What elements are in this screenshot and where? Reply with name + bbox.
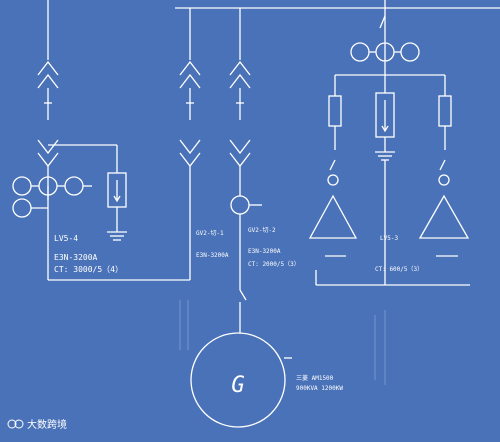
gv2-2-name: GV2-切-2	[248, 227, 276, 234]
faint-watermark-lines	[179, 300, 386, 385]
feeder-gv2-1	[179, 8, 201, 200]
lv5-4-ct: CT: 3000/5（4）	[54, 265, 123, 274]
generator-symbol: G	[231, 373, 244, 398]
feeder-gv2-2	[229, 8, 262, 333]
feeder-lv5-3	[308, 15, 470, 286]
watermark-text: 大数跨境	[27, 418, 67, 431]
generator-rating: 900KVA 1200KW	[296, 385, 343, 392]
lv5-4-name: LV5-4	[54, 234, 78, 243]
gv2-1-breaker: E3N-3200A	[196, 252, 229, 259]
feeder-lv5-4	[12, 0, 191, 281]
lv5-4-breaker: E3N-3200A	[54, 253, 98, 262]
lv5-3-ct: CT: 600/5（3）	[375, 266, 423, 273]
watermark-logo	[7, 419, 24, 429]
lv5-3-name: LV5-3	[380, 235, 398, 242]
gv2-2-breaker: E3N-3200A	[248, 248, 281, 255]
gv2-2-ct: CT: 2000/5（3）	[248, 261, 300, 268]
gv2-1-name: GV2-切-1	[196, 230, 224, 237]
generator-circle	[190, 332, 286, 428]
generator-model: 三菱 AM1500	[296, 374, 334, 382]
